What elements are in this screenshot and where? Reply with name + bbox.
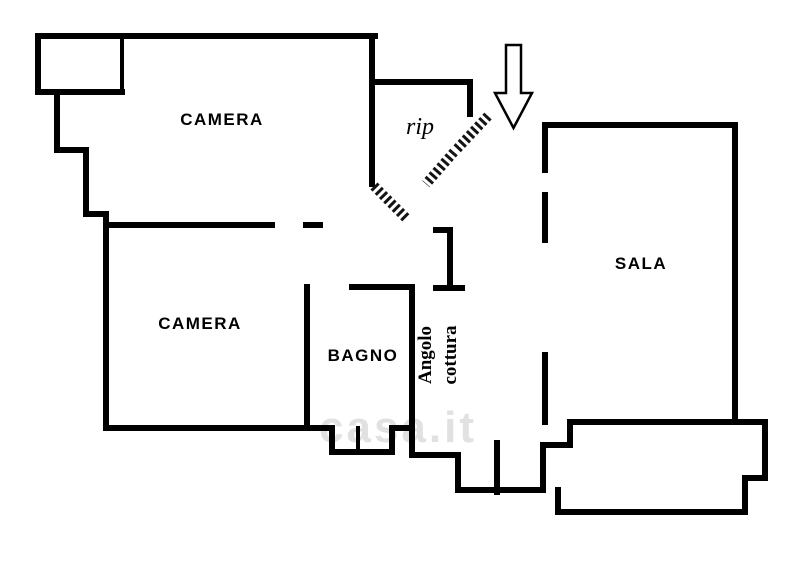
label-angolo-cottura-line2: cottura [440,325,461,385]
label-camera-bottom: CAMERA [158,314,242,333]
entrance-door-hatch [452,112,492,154]
door-hatch [422,148,458,188]
door-hatch [370,182,410,222]
label-sala: SALA [615,254,667,273]
label-rip: rip [406,114,434,140]
wall-lines [35,33,768,515]
label-angolo-cottura-line1: Angolo [415,326,436,384]
label-bagno: BAGNO [328,346,399,365]
entrance-arrow-icon [492,43,535,131]
label-camera-top: CAMERA [180,110,264,129]
door-openings [370,112,492,222]
